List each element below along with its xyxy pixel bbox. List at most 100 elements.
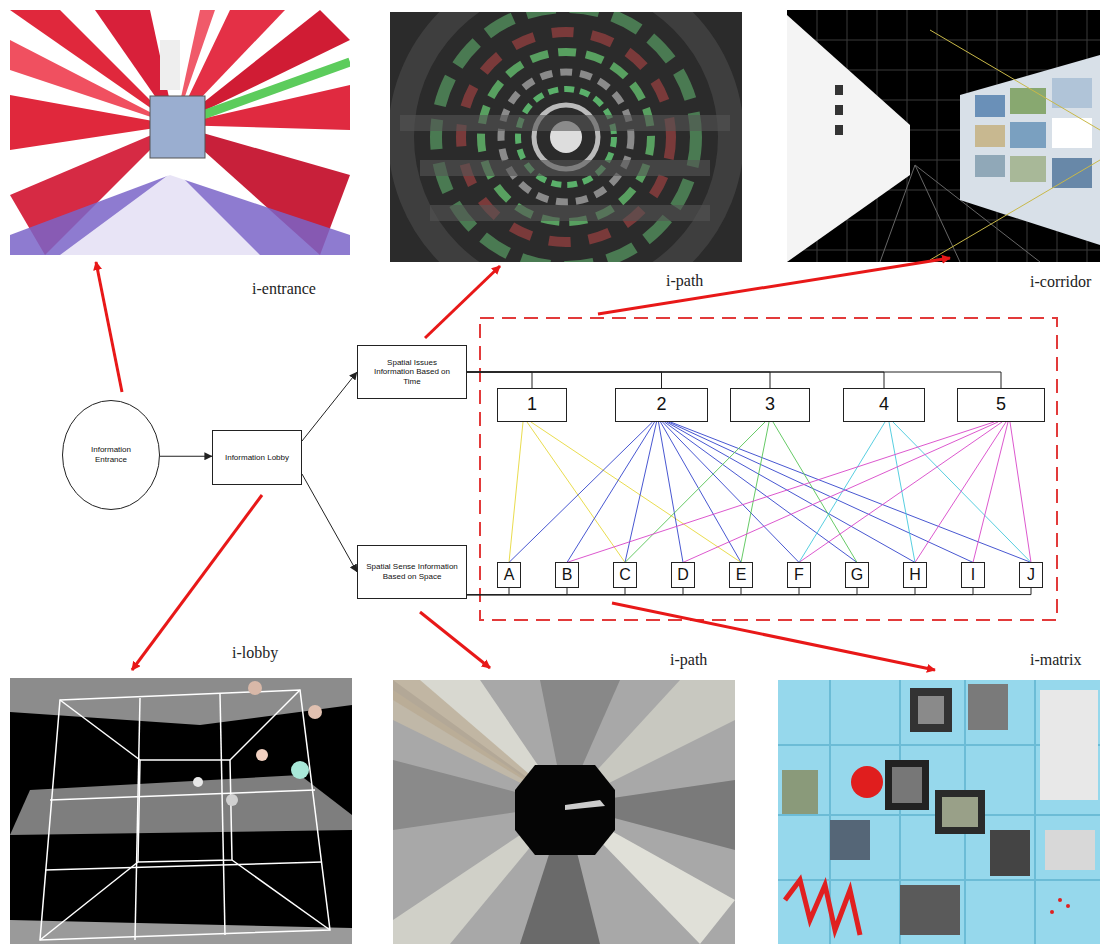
path-picture [501,72,631,202]
connector-line [567,422,655,562]
sense-letter-box: A [497,562,521,587]
corridor-picture [787,10,1100,262]
connector-line [893,422,1031,562]
connector-line [567,422,994,562]
matrix-picture [968,684,1008,730]
connector-line [467,588,567,595]
sense-letter-box: G [845,562,869,587]
lobby-picture [220,694,225,935]
connector-line [799,422,885,562]
node-text: I [971,565,975,584]
connector-line [667,422,916,562]
lobby-picture [10,678,352,944]
connector-line [625,422,765,562]
lobby-picture [226,794,238,806]
leader-arrows [96,262,122,392]
corridor-picture [787,10,1100,262]
connector-line [467,588,973,595]
matrix-picture [830,820,870,860]
corridor-picture [930,160,1100,260]
matrix-picture [1066,904,1070,908]
path-picture [534,105,598,169]
connector-line [889,422,915,562]
corridor-picture [960,55,1100,245]
picture-caption: i-lobby [232,643,278,662]
path-picture [420,160,710,176]
lobby-picture [291,761,309,779]
node-text: 3 [765,394,775,416]
entrance-picture [60,170,260,255]
picture-caption: i-path [666,271,703,290]
picture-caption: i-path [670,650,707,669]
connector-line [302,372,357,441]
connector-line [467,588,1031,595]
path-picture [481,52,651,222]
connector-line [915,422,1006,562]
picture-caption: i-matrix [1030,650,1082,669]
corridor-picture [787,15,910,262]
corridor-picture [915,165,960,262]
lobby-picture [193,777,203,787]
path-picture [430,205,710,221]
issue-number-box: 4 [843,388,925,422]
matrix-picture [910,688,952,732]
connector-line [467,588,509,595]
circle-outline [63,401,160,510]
matrix-picture [778,680,1100,944]
issue-number-box: 3 [730,388,810,422]
leader-arrows [425,266,500,338]
connector-line [467,372,884,388]
path-picture [393,680,735,944]
connector-line [509,422,523,562]
connector-line [467,588,741,595]
corridor-picture [1052,158,1092,188]
lobby-picture [10,678,352,944]
leader-arrows [96,258,950,670]
path-picture [401,12,731,262]
picture-caption: i-corridor [1030,272,1091,291]
connector-line [467,372,662,388]
lobby-picture [40,690,330,940]
sense-letter-box: I [961,562,985,587]
corridor-picture [975,125,1005,147]
node-text: C [619,565,631,584]
path-picture [565,800,605,810]
path-picture [515,765,615,855]
corridor-picture [835,85,843,95]
path-picture [390,12,742,262]
sense-letter-box: D [671,562,695,587]
connector-line [973,422,1008,562]
matrix-picture [942,797,978,827]
connector-line [467,588,625,595]
leader-arrows [420,612,490,668]
connector-line [531,422,741,562]
connector-line [467,372,770,388]
corridor-picture [975,95,1005,117]
matrix-picture [1058,898,1062,902]
sense-letter-box: C [613,562,637,587]
corridor-picture [1052,118,1092,148]
path-picture [390,12,742,262]
lobby-picture [138,760,232,862]
matrix-picture [918,696,944,724]
corridor-picture [930,30,1100,130]
leader-arrows [612,603,935,670]
corridor-picture [787,250,1100,251]
matrix-picture [778,680,1100,944]
entrance-circle: Information Entrance [62,400,160,510]
lobby-picture [230,690,300,760]
connector-line [1010,422,1031,562]
entrance-picture [160,40,180,90]
path-picture [400,115,730,131]
matrix-picture [1034,680,1036,944]
node-text: 4 [879,394,889,416]
lobby-picture [308,705,322,719]
lobby-picture [40,690,330,940]
leader-arrows [132,495,262,670]
matrix-picture [782,770,818,814]
connector-line [799,422,1002,562]
lobby-picture [45,862,322,870]
node-text: B [562,565,573,584]
node-text: 1 [527,394,537,416]
